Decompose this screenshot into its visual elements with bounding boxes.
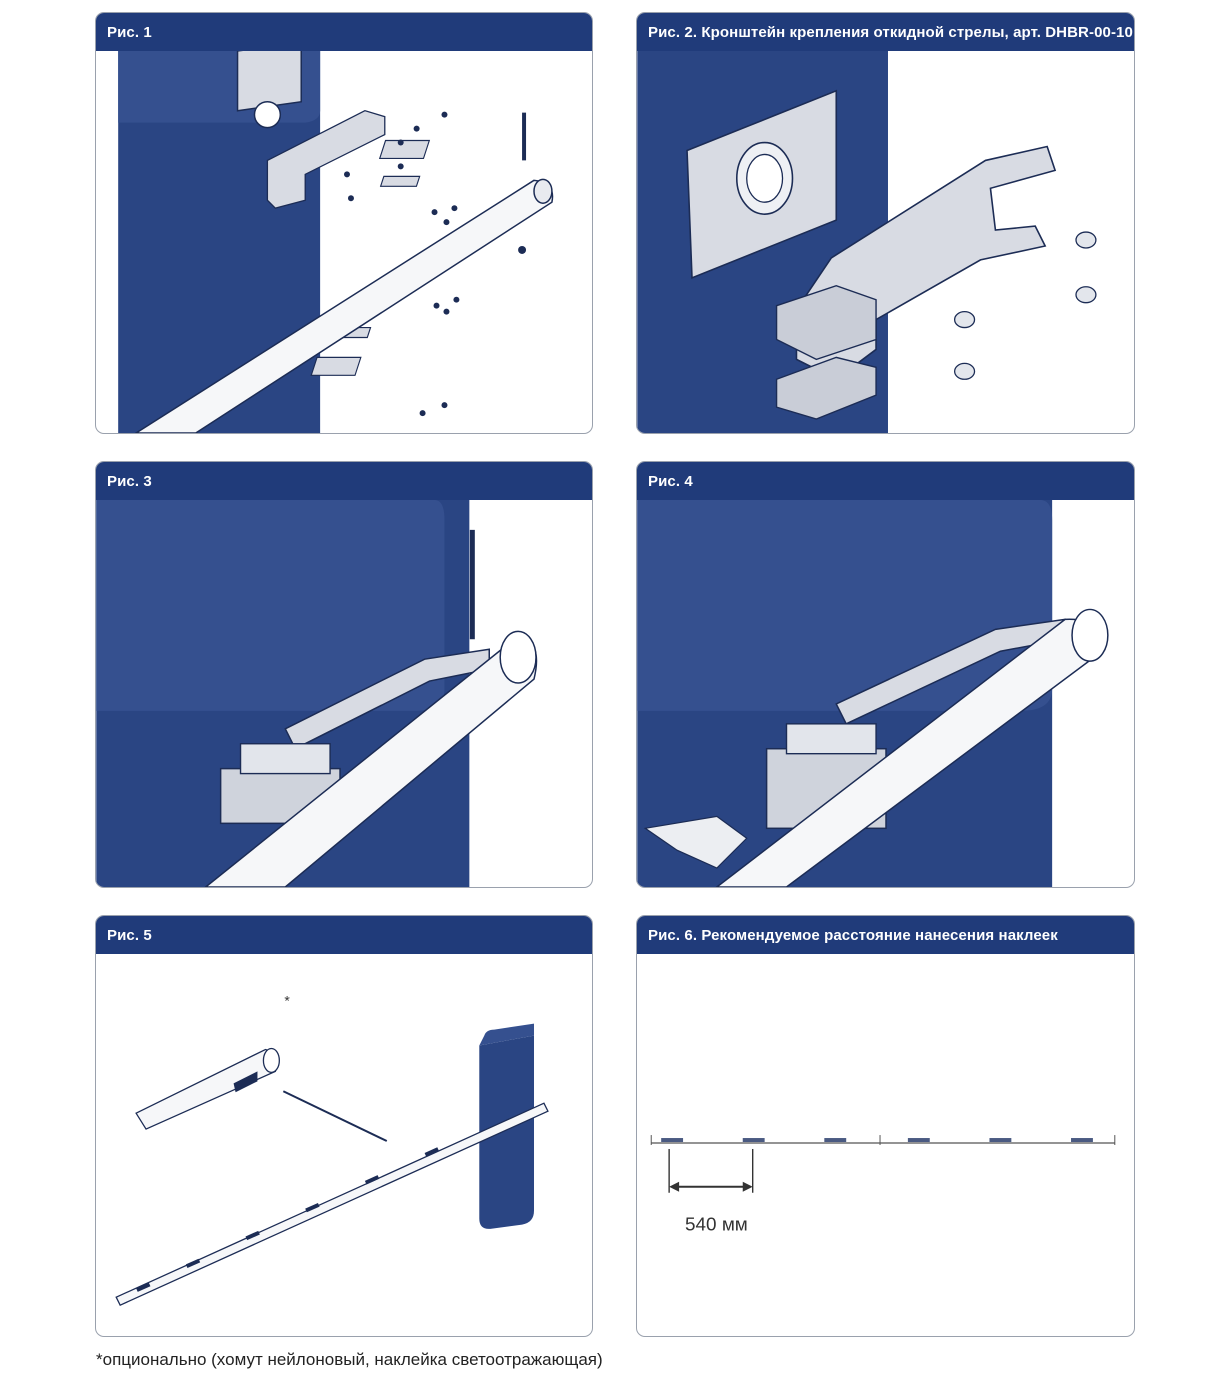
figure-4-panel: Рис. 4 <box>636 461 1135 888</box>
figure-6-title: Рис. 6. Рекомендуемое расстояние нанесен… <box>637 916 1134 954</box>
figure-2-illustration <box>637 51 1134 433</box>
figure-3-illustration <box>96 500 592 887</box>
exploded-bracket-illustration <box>118 51 554 433</box>
figure-1-title: Рис. 1 <box>96 13 592 51</box>
spacing-dimension-label: 540 мм <box>685 1215 748 1236</box>
sticker-spacing-diagram: 540 мм <box>650 1135 1116 1236</box>
figure-1-panel: Рис. 1 <box>95 12 593 434</box>
barrier-overview-illustration: * <box>115 993 549 1307</box>
figure-5-panel: Рис. 5 * <box>95 915 593 1337</box>
figure-4-title: Рис. 4 <box>637 462 1134 500</box>
figure-2-panel: Рис. 2. Кронштейн крепления откидной стр… <box>636 12 1135 434</box>
figure-3-title: Рис. 3 <box>96 462 592 500</box>
figure-5-illustration: * <box>96 954 592 1336</box>
figure-2-title: Рис. 2. Кронштейн крепления откидной стр… <box>637 13 1134 51</box>
figure-6-illustration: 540 мм <box>637 954 1134 1336</box>
figure-1-illustration <box>96 51 592 433</box>
direction-arrow <box>643 815 748 869</box>
figure-6-panel: Рис. 6. Рекомендуемое расстояние нанесен… <box>636 915 1135 1337</box>
boom-insertion-illustration <box>96 500 538 887</box>
boom-fixed-illustration <box>637 500 1109 887</box>
figure-3-panel: Рис. 3 <box>95 461 593 888</box>
optional-marker: * <box>284 993 290 1009</box>
boom-bracket-illustration <box>637 51 1097 433</box>
figure-4-illustration <box>637 500 1134 887</box>
footnote: *опционально (хомут нейлоновый, наклейка… <box>96 1350 603 1369</box>
figure-5-title: Рис. 5 <box>96 916 592 954</box>
